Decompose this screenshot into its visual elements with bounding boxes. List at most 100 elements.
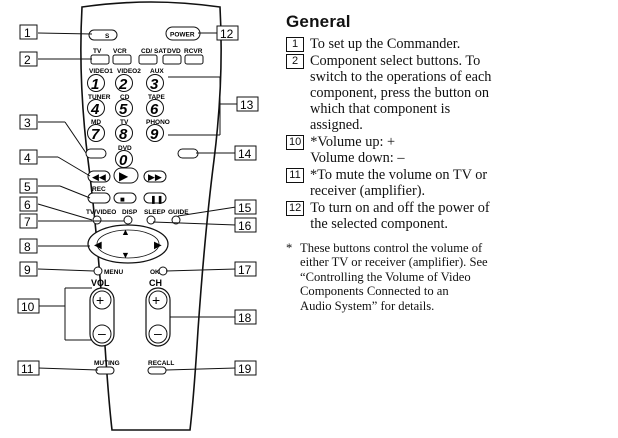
digit-9: 9 (150, 126, 159, 143)
digit-4: 4 (90, 101, 100, 118)
left-arrow-icon[interactable]: ◀ (94, 240, 102, 251)
digit-3-button[interactable] (146, 74, 164, 92)
rcvr-label: RCVR (184, 48, 203, 55)
recall-button[interactable] (147, 366, 167, 375)
callout-1: 1 (24, 26, 31, 40)
callout-7: 7 (24, 215, 31, 229)
minus-icon: – (154, 325, 162, 341)
callout-10: 10 (21, 300, 35, 314)
vol-down-button[interactable] (92, 324, 112, 344)
digit-1-button[interactable] (87, 74, 105, 92)
play-icon: ▶ (119, 169, 129, 183)
play-button[interactable] (113, 167, 139, 184)
callouts-right (152, 32, 238, 371)
tv2-label: TV (120, 119, 129, 126)
digit-6-button[interactable] (146, 99, 164, 117)
item-number-box: 1 (286, 37, 304, 52)
fast-forward-icon: ▶▶ (148, 172, 162, 182)
digit-7-button[interactable] (87, 124, 105, 142)
vcr-label: VCR (113, 48, 127, 55)
ch-down-button[interactable] (148, 324, 168, 344)
pause-button[interactable] (143, 192, 167, 204)
item-number-box: 2 (286, 54, 304, 69)
direction-pad: ▲ ▼ ◀ ▶ (87, 224, 169, 264)
video1-label: VIDEO1 (89, 68, 113, 75)
recall-label: RECALL (148, 360, 174, 367)
rec-button[interactable] (87, 192, 111, 204)
callout-17: 17 (238, 263, 252, 277)
guide-button[interactable] (171, 215, 181, 225)
left-function-button[interactable] (85, 148, 107, 159)
tuner-label: TUNER (88, 94, 111, 101)
callouts-left (37, 32, 124, 371)
description-line: assigned. (310, 117, 363, 133)
down-arrow-icon[interactable]: ▼ (121, 250, 130, 260)
muting-button[interactable] (95, 366, 115, 375)
callout-labels-left: 1 2 3 4 5 6 7 8 9 10 11 (17, 24, 40, 376)
video2-label: VIDEO2 (117, 68, 141, 75)
component-select-row: TV VCR CD/ SAT DVD RCVR (90, 48, 204, 65)
transport-controls: ◀◀ ▶ ▶▶ REC ■ ❚❚ (87, 167, 167, 204)
ok-button[interactable] (158, 266, 168, 276)
callout-3: 3 (24, 116, 31, 130)
menu-button[interactable] (93, 266, 103, 276)
muting-label: MUTING (94, 360, 120, 367)
digit-8: 8 (119, 126, 128, 143)
digit-4-button[interactable] (87, 99, 105, 117)
digit-9-button[interactable] (146, 124, 164, 142)
callout-16: 16 (238, 219, 252, 233)
vcr-select-button[interactable] (112, 54, 132, 65)
description-line: which that component is (310, 101, 451, 117)
rewind-button[interactable] (87, 170, 111, 183)
sleep-button[interactable] (146, 215, 156, 225)
callout-11: 11 (21, 362, 34, 376)
right-arrow-icon[interactable]: ▶ (154, 240, 162, 251)
vol-up-button[interactable] (92, 290, 112, 310)
fast-forward-button[interactable] (143, 170, 167, 183)
sat-label: CD/ SAT (141, 48, 167, 55)
callout-2: 2 (24, 53, 31, 67)
digit-8-button[interactable] (115, 124, 133, 142)
digit-2-button[interactable] (115, 74, 133, 92)
description-line: the selected component. (310, 216, 449, 232)
digit-0: 0 (119, 152, 128, 169)
disp-button[interactable] (123, 215, 133, 225)
item-number-box: 12 (286, 201, 305, 216)
callout-13: 13 (240, 98, 254, 112)
cd-label: CD (120, 94, 130, 101)
item-number-box: 11 (286, 168, 304, 183)
setup-s-button[interactable] (88, 29, 118, 41)
tvvideo-button[interactable] (92, 215, 102, 225)
footnote-line: Components Connected to an (300, 284, 449, 299)
footnote-mark: * (286, 241, 293, 255)
tv-label: TV (93, 48, 102, 55)
stop-button[interactable] (113, 192, 137, 204)
sat-select-button[interactable] (138, 54, 158, 65)
tv-select-button[interactable] (90, 54, 110, 65)
callout-6: 6 (24, 198, 31, 212)
description-line: *To mute the volume on TV or (310, 167, 488, 183)
right-function-button[interactable] (177, 148, 199, 159)
stop-icon: ■ (120, 195, 125, 204)
dvd-label: DVD (167, 48, 181, 55)
callout-8: 8 (24, 240, 31, 254)
description-line: component, press the button on (310, 85, 490, 101)
rcvr-select-button[interactable] (184, 54, 204, 65)
item-description: *Volume up: +Volume down: – (310, 134, 612, 166)
up-arrow-icon[interactable]: ▲ (121, 227, 130, 237)
plus-icon: + (96, 292, 104, 308)
description-line: receiver (amplifier). (310, 183, 426, 199)
digit-1: 1 (91, 76, 99, 93)
description-line: Component select buttons. To (310, 53, 481, 69)
digit-3: 3 (150, 76, 159, 93)
dvd-select-button[interactable] (162, 54, 182, 65)
digit-5-button[interactable] (115, 99, 133, 117)
ch-up-button[interactable] (148, 290, 168, 310)
